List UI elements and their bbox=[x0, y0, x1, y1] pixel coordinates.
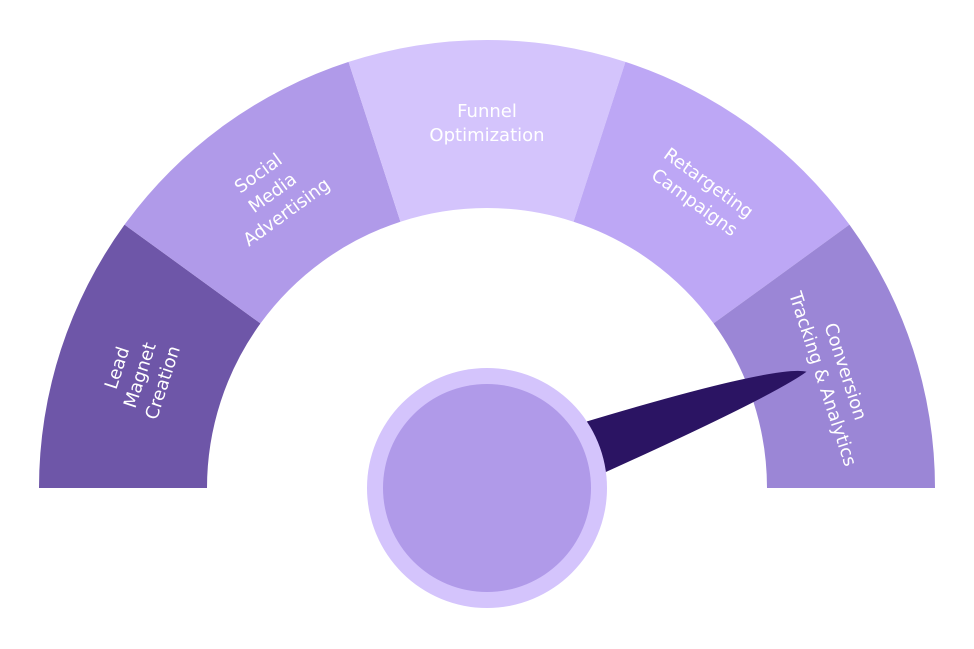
segment-conversion-tracking-analytics bbox=[713, 224, 935, 488]
gauge-hub bbox=[383, 384, 591, 592]
segment-retargeting-campaigns bbox=[573, 61, 850, 324]
segment-label-line: Funnel bbox=[457, 101, 517, 122]
segment-social-media-advertising bbox=[124, 61, 401, 324]
segment-label-line: Optimization bbox=[429, 125, 544, 146]
segment-label-lead-magnet-creation: LeadMagnetCreation bbox=[96, 328, 185, 422]
segment-lead-magnet-creation bbox=[39, 224, 261, 488]
segment-funnel-optimization bbox=[348, 40, 626, 222]
gauge-segments bbox=[39, 40, 935, 488]
